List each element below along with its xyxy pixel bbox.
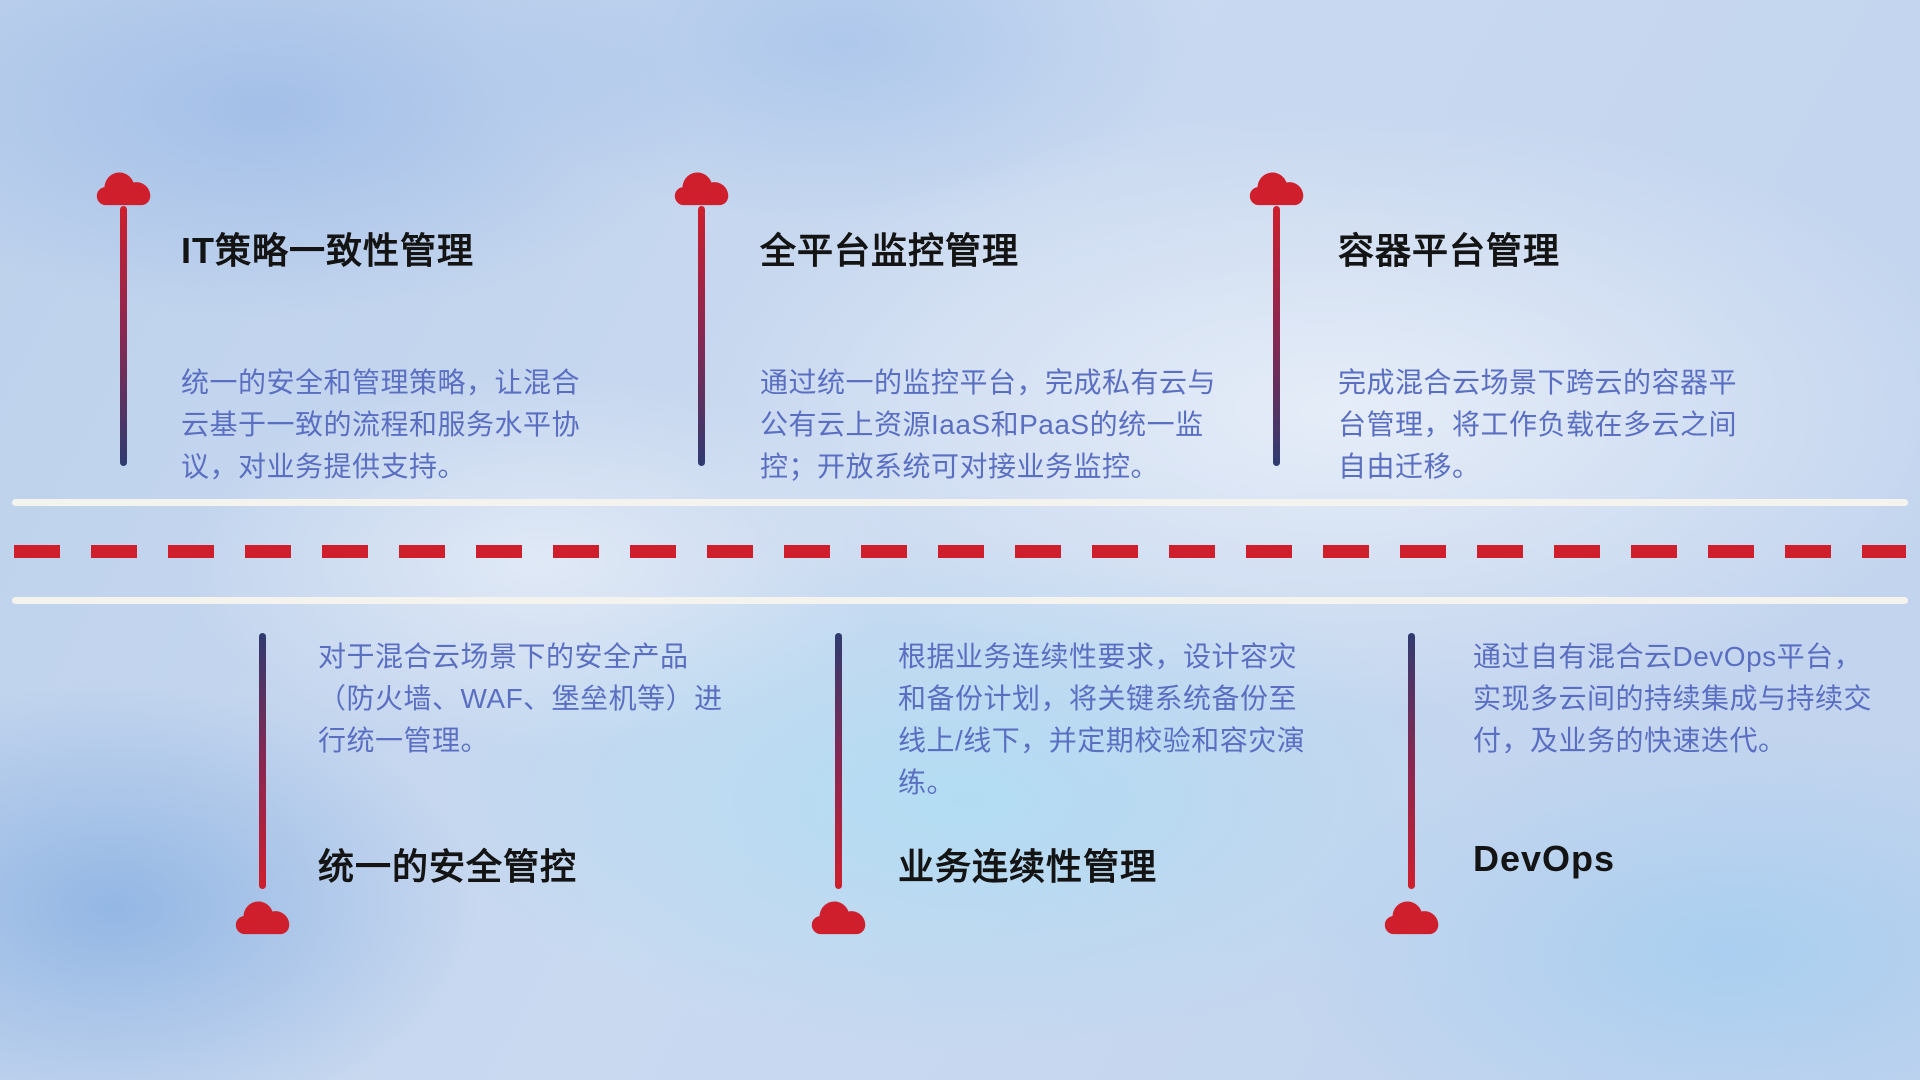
item-title: 容器平台管理: [1338, 230, 1561, 271]
connector-line: [1273, 206, 1280, 466]
cloud-icon: [95, 167, 153, 207]
item-title: DevOps: [1473, 838, 1616, 879]
item-description: 通过统一的监控平台，完成私有云与公有云上资源IaaS和PaaS的统一监控；开放系…: [760, 367, 1217, 482]
item-title: 统一的安全管控: [318, 846, 578, 887]
connector-line: [259, 633, 266, 889]
road-line-top: [12, 499, 1908, 506]
item-description: 完成混合云场景下跨云的容器平台管理，将工作负载在多云之间自由迁移。: [1338, 367, 1738, 482]
item-description: 根据业务连续性要求，设计容灾和备份计划，将关键系统备份至线上/线下，并定期校验和…: [898, 641, 1306, 798]
connector-line: [1408, 633, 1415, 889]
item-title: 业务连续性管理: [898, 846, 1158, 887]
item-description: 统一的安全和管理策略，让混合云基于一致的流程和服务水平协议，对业务提供支持。: [181, 367, 581, 482]
connector-line: [698, 206, 705, 466]
road-dashed-centerline: [14, 545, 1906, 558]
cloud-icon: [1248, 167, 1306, 207]
item-description: 对于混合云场景下的安全产品（防火墙、WAF、堡垒机等）进行统一管理。: [318, 641, 723, 756]
connector-line: [120, 206, 127, 466]
cloud-icon: [234, 896, 292, 936]
item-title: 全平台监控管理: [760, 230, 1020, 271]
item-title: IT策略一致性管理: [181, 230, 474, 271]
cloud-icon: [810, 896, 868, 936]
item-description: 通过自有混合云DevOps平台，实现多云间的持续集成与持续交付，及业务的快速迭代…: [1473, 641, 1873, 756]
connector-line: [835, 633, 842, 889]
cloud-icon: [1383, 896, 1441, 936]
road-line-bottom: [12, 597, 1908, 604]
cloud-icon: [673, 167, 731, 207]
